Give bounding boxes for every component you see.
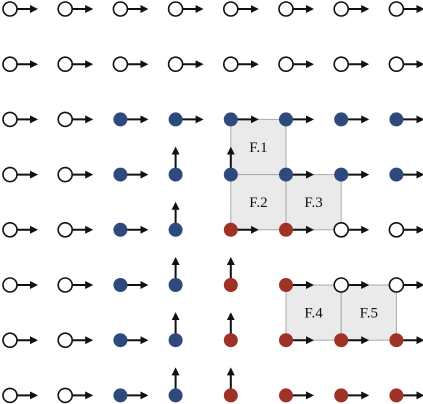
open-node	[333, 1, 350, 17]
red-node	[334, 333, 349, 348]
blue-node	[334, 112, 349, 127]
blue-node	[279, 167, 293, 182]
blue-node	[168, 278, 183, 292]
red-node	[223, 222, 238, 237]
blue-node	[389, 167, 404, 182]
red-node	[334, 388, 349, 403]
open-node	[57, 166, 73, 183]
open-node	[388, 1, 405, 17]
open-node	[57, 222, 73, 238]
cell-square	[230, 174, 287, 231]
red-node	[389, 333, 404, 348]
open-node	[2, 222, 18, 238]
open-node	[167, 1, 184, 17]
open-node	[2, 332, 18, 349]
cell-square	[230, 118, 287, 176]
open-node	[223, 1, 239, 17]
open-node	[57, 277, 73, 293]
nodes-layer	[2, 1, 405, 404]
red-node	[389, 388, 404, 403]
red-node	[279, 278, 293, 292]
cell-label: F.1	[249, 140, 267, 156]
open-node	[57, 56, 73, 72]
open-node	[2, 56, 18, 72]
red-node	[279, 388, 293, 403]
blue-node	[334, 167, 349, 182]
open-node	[57, 111, 73, 128]
blue-node	[279, 112, 293, 127]
blue-node	[168, 333, 183, 348]
blue-node	[113, 388, 128, 403]
open-node	[278, 56, 294, 72]
red-node	[223, 278, 238, 292]
open-node	[2, 277, 18, 293]
red-node	[223, 333, 238, 348]
cell-label: F.5	[360, 306, 378, 322]
cell-label: F.2	[249, 195, 267, 211]
open-node	[167, 56, 184, 72]
open-node	[333, 222, 350, 238]
open-node	[388, 56, 405, 72]
blue-node	[389, 112, 404, 127]
blue-node	[168, 388, 183, 403]
blue-node	[168, 222, 183, 237]
blue-node	[113, 167, 128, 182]
open-node	[112, 56, 129, 72]
open-node	[112, 1, 129, 17]
open-node	[57, 332, 73, 349]
open-node	[2, 387, 18, 404]
blue-node	[168, 112, 183, 127]
open-node	[57, 1, 73, 17]
red-node	[279, 333, 293, 348]
open-node	[388, 277, 405, 293]
open-node	[2, 111, 18, 128]
blue-node	[223, 112, 238, 127]
blue-node	[113, 333, 128, 348]
open-node	[223, 56, 239, 72]
red-node	[223, 388, 238, 403]
open-node	[2, 1, 18, 17]
blue-node	[168, 167, 183, 182]
open-node	[278, 1, 294, 17]
blue-node	[223, 167, 238, 182]
red-node	[279, 222, 293, 237]
open-node	[333, 277, 350, 293]
cell-labels: F.1F.2 F.3F.4 F.5	[249, 140, 378, 322]
open-node	[388, 222, 405, 238]
blue-node	[113, 222, 128, 237]
blue-node	[113, 278, 128, 292]
cell-label: F.3	[304, 195, 322, 211]
open-node	[333, 56, 350, 72]
open-node	[57, 387, 73, 404]
cell-label: F.4	[304, 306, 323, 322]
blue-node	[113, 112, 128, 127]
open-node	[2, 166, 18, 183]
